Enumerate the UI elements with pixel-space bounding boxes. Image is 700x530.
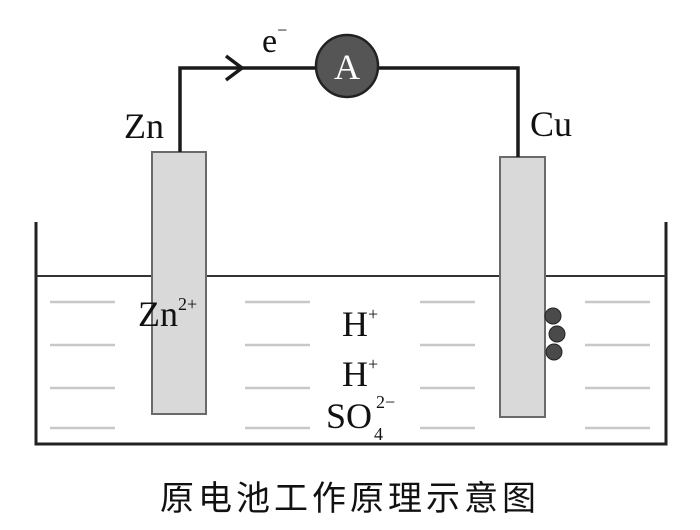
- solution-lines: [50, 300, 650, 430]
- beaker: [34, 222, 668, 446]
- sulfate-ion-label: SO: [326, 396, 372, 436]
- cathode-label: Cu: [530, 104, 572, 144]
- hydrogen-bubbles: [544, 307, 566, 361]
- bubble-icon: [544, 307, 562, 325]
- external-wire-right: [378, 66, 520, 157]
- copper-electrode: [499, 156, 546, 418]
- zinc-electrode: [151, 151, 207, 415]
- bubble-icon: [545, 343, 563, 361]
- zinc-ion-label: Zn2+: [138, 294, 197, 334]
- bubble-icon: [548, 325, 566, 343]
- hydrogen-ion-label: H+: [342, 304, 378, 344]
- external-wire: [178, 66, 316, 152]
- ammeter-label: A: [334, 47, 360, 87]
- hydrogen-ion-label-2: H+: [342, 354, 378, 394]
- electron-flow-arrow-icon: [224, 54, 245, 82]
- sulfate-charge: 2−: [376, 392, 395, 412]
- ammeter: A: [314, 33, 380, 99]
- sulfate-subscript: 4: [374, 424, 383, 444]
- diagram-caption: 原电池工作原理示意图: [160, 479, 540, 519]
- electron-label: e−: [262, 20, 287, 60]
- anode-label: Zn: [124, 106, 164, 146]
